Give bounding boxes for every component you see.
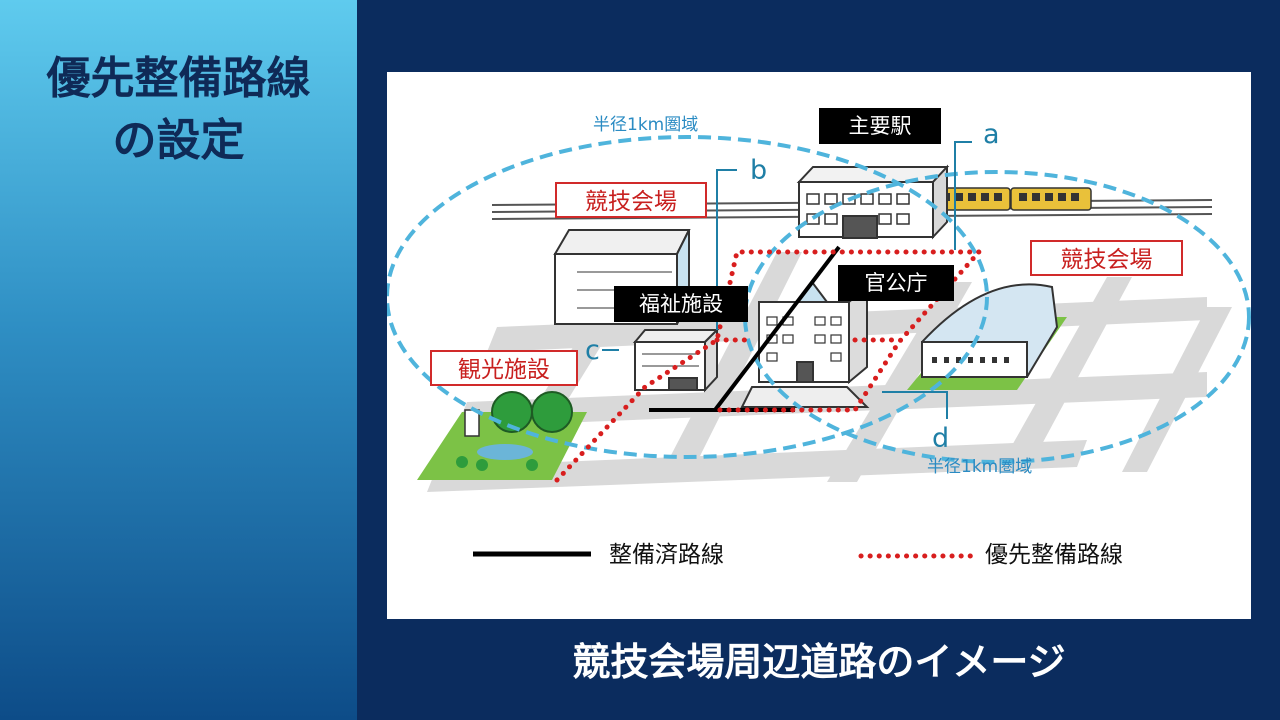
legend-completed-label: 整備済路線 [609,542,724,568]
train [934,187,1092,211]
radius-label-left: 半径1km圏域 [593,115,699,135]
marker-a: a [983,119,1000,150]
figure-caption: 競技会場周辺道路のイメージ [572,640,1066,684]
diagram-drawing [387,135,1251,559]
radius-label-right: 半径1km圏域 [927,457,1033,477]
label-tourism: 観光施設 [430,350,578,386]
radius-circles [387,135,1251,464]
marker-d: d [932,423,950,454]
park-tourism [417,391,587,480]
label-venue-left: 競技会場 [555,182,707,218]
slide-title-line1: 優先整備路線 [46,53,311,104]
label-station: 主要駅 [819,108,941,144]
slide-title-line2: の設定 [112,115,245,166]
label-government: 官公庁 [838,265,954,301]
government-building [740,280,870,408]
marker-c: c [585,335,600,366]
slide-title: 優先整備路線 の設定 [0,48,357,172]
title-panel: 優先整備路線 の設定 [0,0,357,720]
venue-dome-right [907,283,1067,390]
label-welfare: 福祉施設 [614,286,748,322]
road-diagram: 半径1km圏域 半径1km圏域 主要駅 官公庁 福祉施設 競技会場 競技会場 観… [387,72,1251,619]
welfare-building [632,327,720,393]
legend-priority-label: 優先整備路線 [985,542,1123,568]
leader-lines [602,141,972,419]
label-venue-right: 競技会場 [1030,240,1183,276]
priority-route [554,249,985,483]
marker-b: b [750,155,768,186]
station-building [796,164,950,240]
